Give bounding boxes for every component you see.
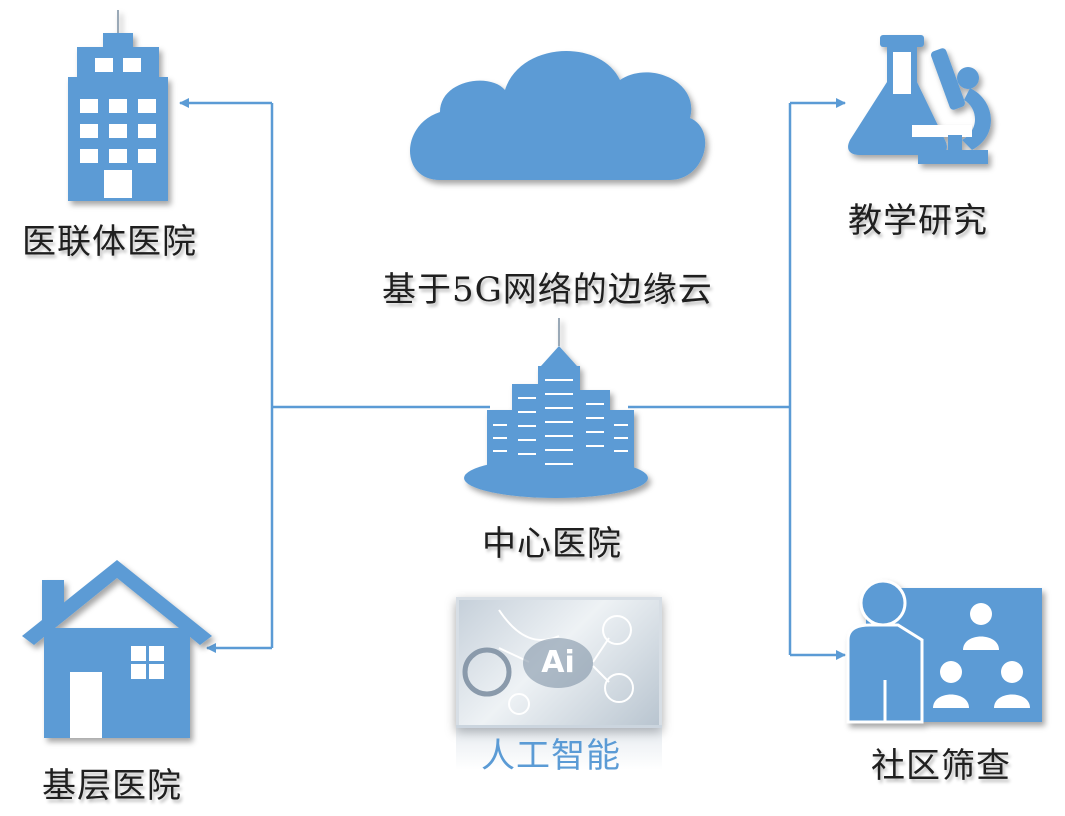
presentation-people-icon — [846, 579, 1042, 724]
connectors — [179, 98, 846, 660]
central-hospital-label: 中心医院 — [482, 524, 622, 564]
cloud-icon — [410, 51, 706, 180]
ai-medical-image: Ai — [456, 597, 662, 728]
edge-cloud-label: 基于5G网络的边缘云 — [382, 270, 713, 310]
ai-network-graphic — [462, 609, 634, 715]
community-screening-label: 社区筛查 — [871, 746, 1011, 786]
city-buildings-icon — [464, 318, 648, 498]
ai-badge: Ai — [523, 638, 593, 688]
hospital-building-icon — [68, 10, 168, 201]
alliance-hospital-label: 医联体医院 — [22, 222, 197, 262]
primary-hospital-label: 基层医院 — [42, 766, 182, 806]
ai-image-reflection — [456, 725, 662, 770]
artificial-intelligence-label: 人工智能 — [481, 736, 621, 776]
flask-microscope-icon — [848, 35, 991, 164]
teaching-research-label: 教学研究 — [848, 201, 988, 241]
house-icon — [22, 560, 212, 738]
